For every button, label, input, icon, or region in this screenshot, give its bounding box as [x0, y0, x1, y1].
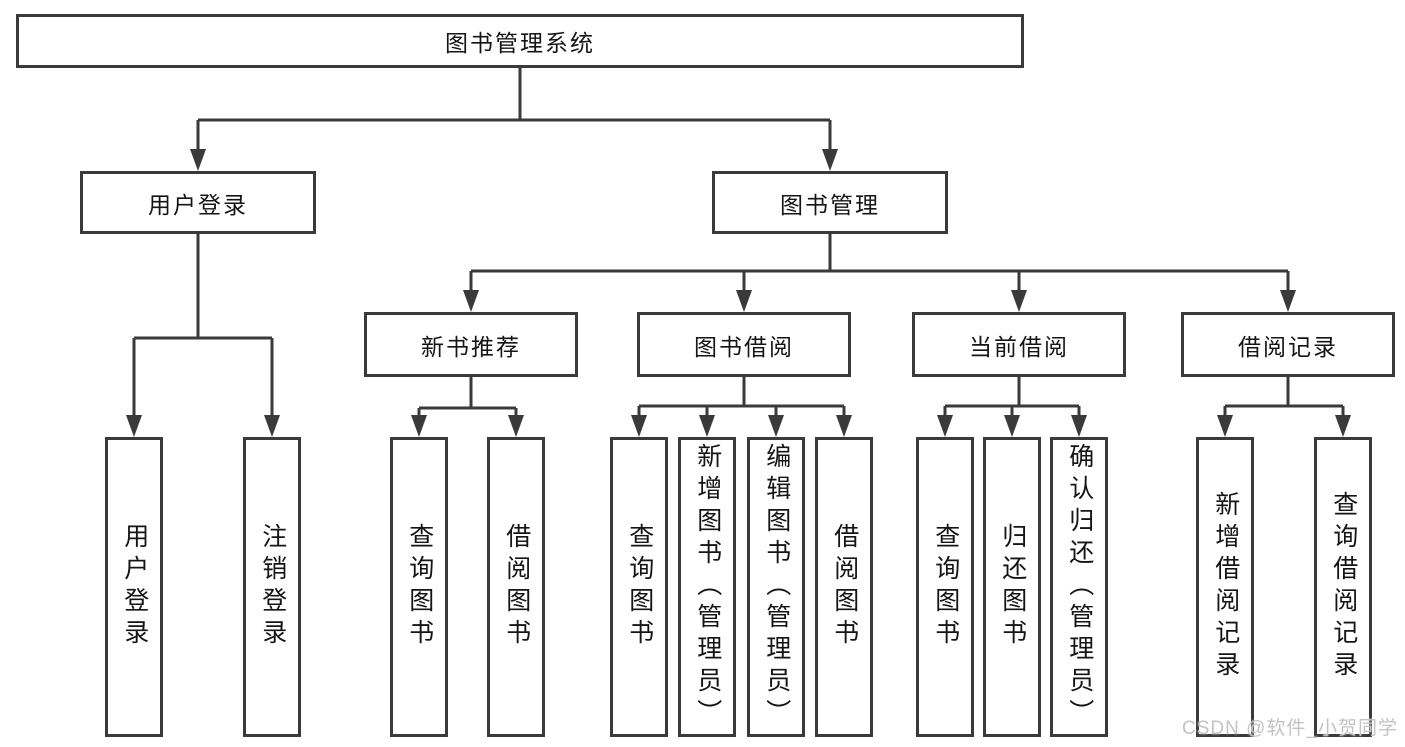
node-logout-action: 注销登录 — [243, 437, 301, 737]
node-label: 编辑图书（管理员） — [762, 443, 791, 731]
arrowheads-level2 — [190, 149, 838, 171]
connector-new-book-recommendation-children — [417, 377, 518, 417]
node-query-books-borrowing: 查询图书 — [610, 437, 668, 737]
node-return-books: 归还图书 — [983, 437, 1041, 737]
node-library-management-system: 图书管理系统 — [16, 14, 1024, 68]
node-add-books-admin: 新增图书（管理员） — [678, 437, 736, 737]
node-label: 查询图书 — [625, 523, 654, 651]
node-label: 查询借阅记录 — [1329, 491, 1358, 683]
node-edit-books-admin: 编辑图书（管理员） — [747, 437, 805, 737]
node-book-borrowing: 图书借阅 — [637, 312, 851, 377]
node-label: 图书管理系统 — [445, 30, 595, 56]
node-label: 查询图书 — [405, 523, 434, 651]
node-query-books-recommendation: 查询图书 — [390, 437, 448, 737]
node-label: 用户登录 — [120, 523, 149, 651]
arrowheads-book-borrowing — [631, 415, 852, 437]
node-query-borrow-record: 查询借阅记录 — [1314, 437, 1372, 737]
node-confirm-return-admin: 确认归还（管理员） — [1050, 437, 1108, 737]
node-user-login: 用户登录 — [80, 171, 316, 234]
arrowheads-user-login-children — [126, 415, 280, 437]
node-add-borrow-record: 新增借阅记录 — [1196, 437, 1254, 737]
node-label: 新书推荐 — [421, 333, 521, 360]
node-new-book-recommendation: 新书推荐 — [364, 312, 578, 377]
node-borrow-books-recommendation: 借阅图书 — [487, 437, 545, 737]
connector-book-borrowing-children — [637, 377, 846, 417]
node-user-login-action: 用户登录 — [105, 437, 163, 737]
node-label: 查询图书 — [931, 523, 960, 651]
node-label: 归还图书 — [998, 523, 1027, 651]
node-label: 新增图书（管理员） — [693, 443, 722, 731]
node-borrow-books-borrowing: 借阅图书 — [815, 437, 873, 737]
node-label: 用户登录 — [148, 191, 248, 218]
node-label: 注销登录 — [258, 523, 287, 651]
connector-current-borrowing-children — [943, 377, 1081, 417]
node-label: 图书借阅 — [694, 333, 794, 360]
node-label: 借阅图书 — [830, 523, 859, 651]
node-query-books-current: 查询图书 — [916, 437, 974, 737]
node-label: 确认归还（管理员） — [1065, 443, 1094, 731]
connector-borrowing-records-children — [1223, 377, 1345, 417]
connector-user-login-children — [132, 234, 274, 417]
node-label: 图书管理 — [780, 191, 880, 218]
csdn-watermark: CSDN @软件_小贺同学 — [1182, 718, 1398, 739]
arrowheads-borrowing-records — [1217, 415, 1351, 437]
node-label: 借阅记录 — [1238, 333, 1338, 360]
arrowheads-level3 — [463, 290, 1296, 312]
arrowheads-new-book-recommendation — [411, 415, 524, 437]
node-borrowing-records: 借阅记录 — [1181, 312, 1395, 377]
node-label: 当前借阅 — [969, 333, 1069, 360]
connector-book-management-children — [469, 234, 1290, 292]
connector-root-to-level2 — [196, 68, 832, 151]
node-current-borrowing: 当前借阅 — [912, 312, 1126, 377]
node-label: 借阅图书 — [502, 523, 531, 651]
node-book-management: 图书管理 — [712, 171, 948, 234]
arrowheads-current-borrowing — [937, 415, 1087, 437]
node-label: 新增借阅记录 — [1211, 491, 1240, 683]
